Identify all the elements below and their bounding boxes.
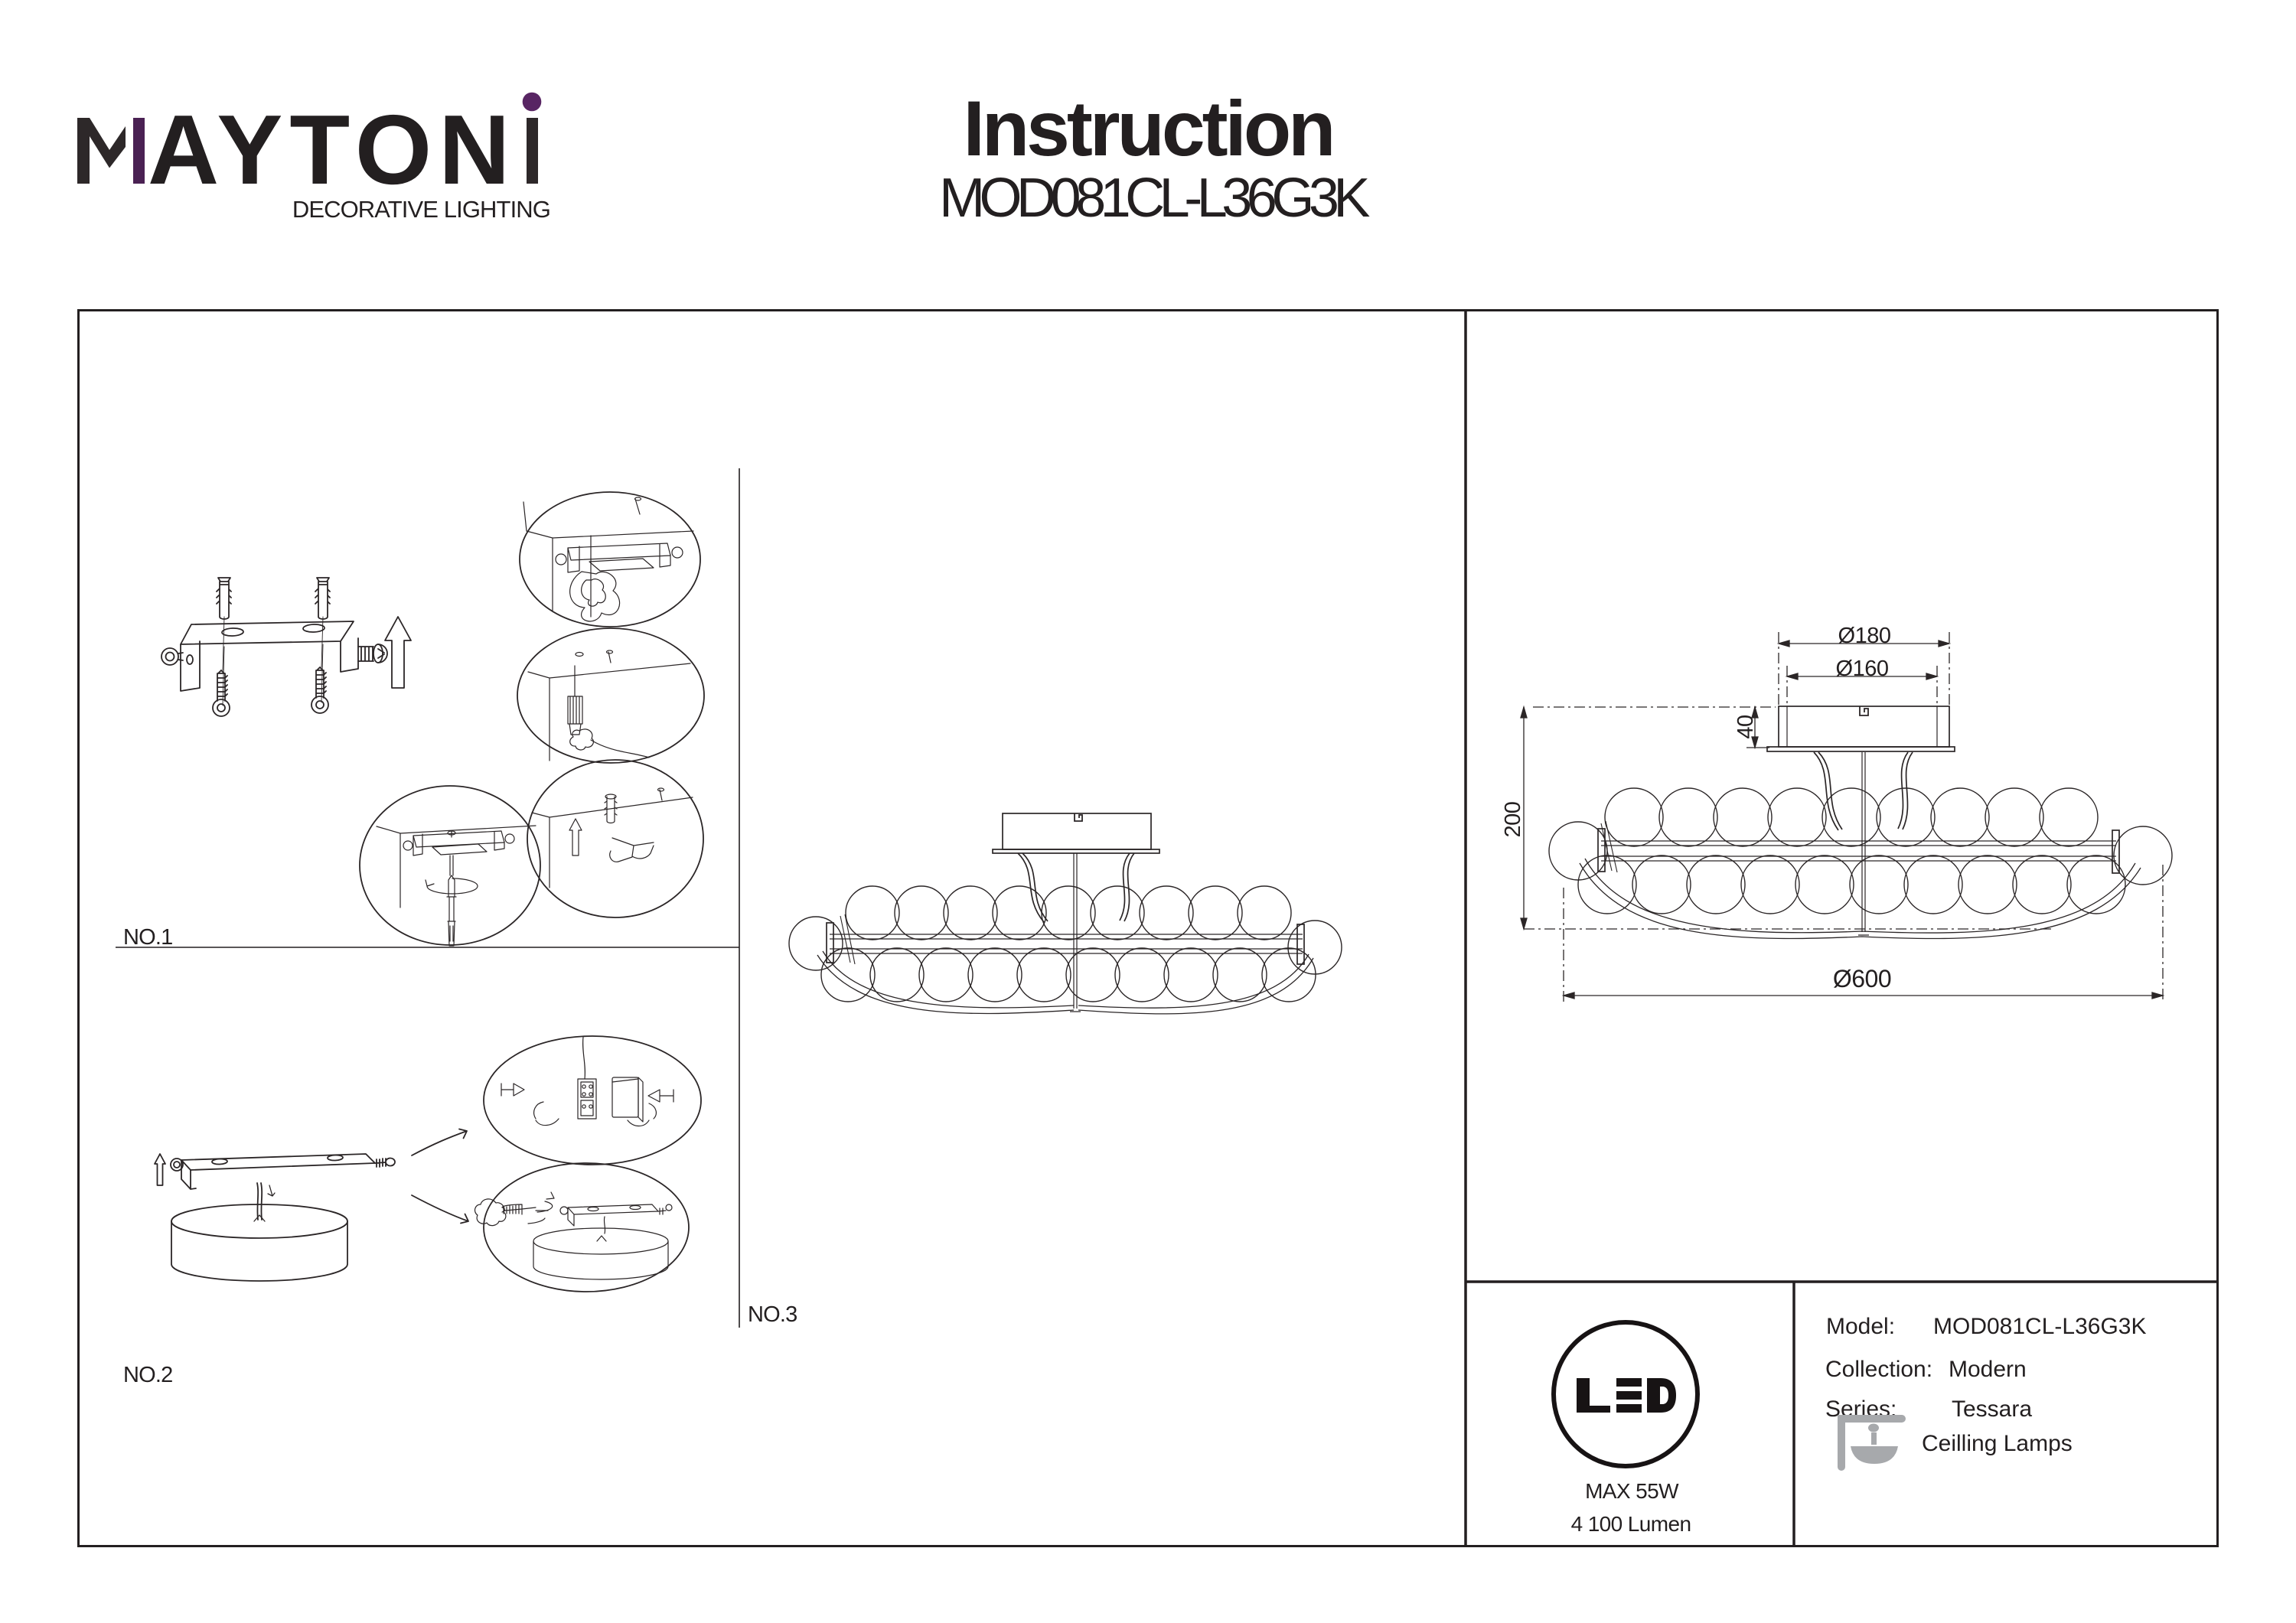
svg-text:Modern: Modern xyxy=(1949,1357,2027,1382)
svg-text:4 100 Lumen: 4 100 Lumen xyxy=(1571,1512,1691,1536)
svg-text:Ceilling Lamps: Ceilling Lamps xyxy=(1922,1431,2073,1456)
svg-text:MOD081CL-L36G3K: MOD081CL-L36G3K xyxy=(1933,1314,2146,1339)
svg-text:Model:: Model: xyxy=(1826,1314,1895,1339)
svg-text:DECORATIVE LIGHTING: DECORATIVE LIGHTING xyxy=(292,196,550,223)
svg-text:Collection:: Collection: xyxy=(1825,1357,1932,1382)
svg-text:200: 200 xyxy=(1501,802,1525,838)
svg-text:NO.3: NO.3 xyxy=(748,1302,797,1327)
svg-text:MOD081CL-L36G3K: MOD081CL-L36G3K xyxy=(939,168,1370,229)
svg-text:Tessara: Tessara xyxy=(1952,1396,2032,1422)
svg-text:Ø180: Ø180 xyxy=(1838,624,1891,648)
svg-text:AYTON: AYTON xyxy=(148,95,517,205)
svg-text:NO.2: NO.2 xyxy=(123,1363,173,1387)
svg-text:Instruction: Instruction xyxy=(964,85,1333,172)
svg-text:NO.1: NO.1 xyxy=(123,925,173,950)
svg-text:Ø160: Ø160 xyxy=(1836,657,1889,681)
svg-text:40: 40 xyxy=(1733,715,1758,738)
svg-text:Ø600: Ø600 xyxy=(1833,965,1891,992)
svg-text:MAX 55W: MAX 55W xyxy=(1585,1479,1679,1503)
